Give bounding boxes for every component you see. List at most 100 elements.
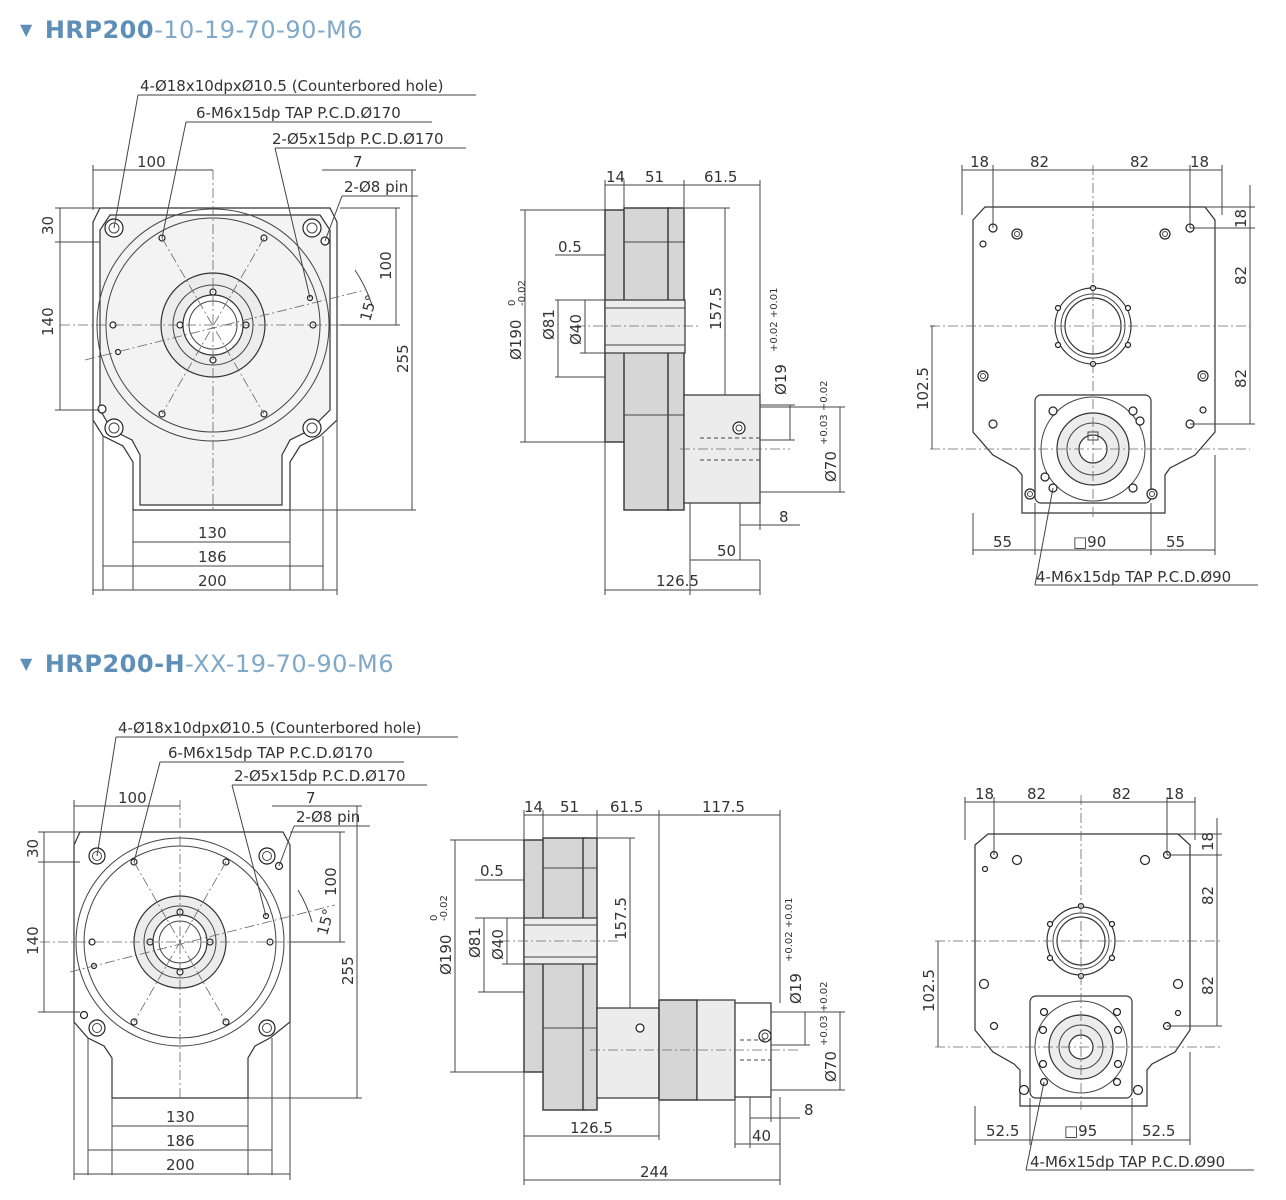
- side-shaft: [604, 299, 686, 354]
- dim-d190: Ø190: [437, 935, 455, 975]
- dim-8: 8: [804, 1101, 814, 1119]
- model-name-bold: HRP200-H: [44, 650, 186, 678]
- dim-30: 30: [24, 839, 42, 858]
- dim-d70: Ø70: [822, 1051, 840, 1082]
- model-name-bold: HRP200: [44, 16, 155, 44]
- dim-7: 7: [306, 789, 316, 807]
- model-name-rest: -10-19-70-90-M6: [154, 16, 364, 44]
- tol-d190-up: 0: [429, 915, 440, 921]
- dim-100-right: 100: [322, 867, 340, 896]
- dim-82: 82: [1027, 785, 1046, 803]
- dim-52-5: 52.5: [1142, 1122, 1175, 1140]
- dim-140: 140: [24, 926, 42, 955]
- side-gearbox: [596, 1007, 660, 1099]
- dim-82-right: 82: [1232, 266, 1250, 285]
- dim-61-5: 61.5: [704, 168, 737, 186]
- note-pcd: 2-Ø5x15dp P.C.D.Ø170: [234, 767, 406, 785]
- pin-hole: [979, 240, 987, 248]
- back-view-1: 18 82 82 18 18 82 82 102.5 55 □90 55 4-M…: [914, 153, 1258, 586]
- note-pin: 2-Ø8 pin: [296, 808, 360, 826]
- collapse-triangle-icon[interactable]: ▼: [20, 20, 33, 39]
- pin-hole: [97, 404, 107, 414]
- dim-18: 18: [975, 785, 994, 803]
- tol-d19: +0.02 +0.01: [769, 288, 780, 352]
- dim-55: 55: [1166, 533, 1185, 551]
- model-name-rest: -XX-19-70-90-M6: [185, 650, 395, 678]
- dim-82: 82: [1130, 153, 1149, 171]
- counterbore-hole: [302, 218, 322, 238]
- side-flange: [623, 207, 671, 511]
- back-view-2: 18 82 82 18 18 82 82 102.5 52.5 □95 52.5…: [920, 785, 1254, 1171]
- note-pin: 2-Ø8 pin: [344, 178, 408, 196]
- dim-51: 51: [560, 798, 579, 816]
- dim-d81: Ø81: [540, 309, 558, 340]
- dim-186: 186: [198, 548, 227, 566]
- tol-d190-up: 0: [507, 300, 518, 306]
- dim-61-5: 61.5: [610, 798, 643, 816]
- note-counterbore: 4-Ø18x10dpxØ10.5 (Counterbored hole): [118, 719, 422, 737]
- dim-18: 18: [1165, 785, 1184, 803]
- dim-51: 51: [645, 168, 664, 186]
- dim-100: 100: [137, 153, 166, 171]
- tol-d19: +0.02 +0.01: [784, 898, 795, 962]
- pin-hole: [1174, 1009, 1182, 1017]
- dim-255: 255: [394, 344, 412, 373]
- dim-255: 255: [339, 956, 357, 985]
- dim-18-right: 18: [1199, 832, 1217, 851]
- side-view-2: 14 51 61.5 117.5 0.5 Ø81 Ø40 Ø190 0 -0.0…: [429, 798, 845, 1185]
- dim-117-5: 117.5: [702, 798, 745, 816]
- side-view-1: 14 51 61.5 0.5 Ø81 Ø40 Ø190 0 -0.02 157.…: [507, 168, 845, 595]
- dim-14: 14: [524, 798, 543, 816]
- dim-d40: Ø40: [567, 314, 585, 345]
- dim-50: 50: [717, 542, 736, 560]
- pin-hole: [981, 865, 989, 873]
- dim-157-5: 157.5: [707, 287, 725, 330]
- dim-square-95: □95: [1064, 1122, 1097, 1140]
- counterbore-hole: [302, 418, 322, 438]
- dim-30: 30: [39, 216, 57, 235]
- dim-130: 130: [198, 524, 227, 542]
- dim-7: 7: [353, 153, 363, 171]
- dim-140: 140: [39, 307, 57, 336]
- dim-18: 18: [970, 153, 989, 171]
- tol-d190-dn: -0.02: [517, 280, 528, 306]
- dim-40: 40: [752, 1127, 771, 1145]
- note-tap-pcd90: 4-M6x15dp TAP P.C.D.Ø90: [1030, 1153, 1225, 1171]
- collapse-triangle-icon[interactable]: ▼: [20, 654, 33, 673]
- counterbore-hole: [104, 418, 124, 438]
- dim-126-5: 126.5: [656, 572, 699, 590]
- section-title-2: ▼ HRP200-H-XX-19-70-90-M6: [20, 650, 394, 678]
- dim-102-5: 102.5: [914, 367, 932, 410]
- dim-d40: Ø40: [489, 929, 507, 960]
- dim-82-right: 82: [1199, 976, 1217, 995]
- dim-14: 14: [606, 168, 625, 186]
- dim-0-5: 0.5: [558, 238, 582, 256]
- dim-102-5: 102.5: [920, 969, 938, 1012]
- dim-d70: Ø70: [822, 451, 840, 482]
- dim-82: 82: [1112, 785, 1131, 803]
- dim-d19: Ø19: [787, 973, 805, 1004]
- dim-8: 8: [779, 508, 789, 526]
- dim-186: 186: [166, 1132, 195, 1150]
- dim-130: 130: [166, 1108, 195, 1126]
- front-view-1: 4-Ø18x10dpxØ10.5 (Counterbored hole) 6-M…: [39, 77, 476, 595]
- dim-d81: Ø81: [466, 927, 484, 958]
- note-pcd: 2-Ø5x15dp P.C.D.Ø170: [272, 130, 444, 148]
- dim-200: 200: [166, 1156, 195, 1174]
- dim-100: 100: [118, 789, 147, 807]
- dim-157-5: 157.5: [612, 897, 630, 940]
- dim-82-right: 82: [1199, 886, 1217, 905]
- dim-100-right: 100: [377, 251, 395, 280]
- dim-55: 55: [993, 533, 1012, 551]
- dim-18-right: 18: [1232, 209, 1250, 228]
- note-counterbore: 4-Ø18x10dpxØ10.5 (Counterbored hole): [140, 77, 444, 95]
- dim-18: 18: [1190, 153, 1209, 171]
- dim-200: 200: [198, 572, 227, 590]
- dim-angle: 15°: [356, 293, 380, 323]
- note-tap: 6-M6x15dp TAP P.C.D.Ø170: [168, 744, 373, 762]
- tol-d70: +0.03 +0.02: [819, 982, 830, 1046]
- dim-square-90: □90: [1073, 533, 1106, 551]
- dim-82-right: 82: [1232, 369, 1250, 388]
- note-tap-pcd90: 4-M6x15dp TAP P.C.D.Ø90: [1036, 568, 1231, 586]
